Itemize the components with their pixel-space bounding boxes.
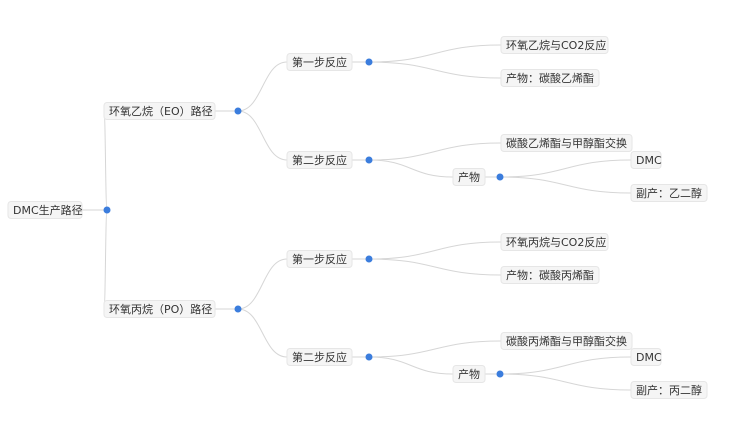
edge-r-0-1 <box>237 110 288 161</box>
mindmap-node-r-0-0[interactable]: 第一步反应 <box>286 53 353 71</box>
mindmap-node-r-1[interactable]: 环氧丙烷（PO）路径 <box>103 300 216 318</box>
expand-toggle-dot[interactable] <box>234 305 242 313</box>
node-label: 产物：碳酸乙烯酯 <box>506 71 594 85</box>
node-box <box>286 151 353 169</box>
edge-r-0-0-0 <box>368 44 502 63</box>
node-label: 副产：乙二醇 <box>636 186 702 200</box>
mindmap-node-r-1-0-0[interactable]: 环氧丙烷与CO2反应 <box>500 233 609 251</box>
node-box <box>500 266 600 284</box>
mindmap-node-r-1-0-1[interactable]: 产物：碳酸丙烯酯 <box>500 266 600 284</box>
node-box <box>103 102 216 120</box>
mindmap-node-r-1-1-0[interactable]: 碳酸丙烯酯与甲醇酯交换 <box>500 332 633 350</box>
edge-r-1-0 <box>237 258 288 310</box>
mindmap-node-r-0-0-0[interactable]: 环氧乙烷与CO2反应 <box>500 36 609 54</box>
node-box <box>500 332 633 350</box>
node-box <box>500 134 633 152</box>
node-label: DMC <box>636 351 662 364</box>
mindmap-node-r-0-1[interactable]: 第二步反应 <box>286 151 353 169</box>
node-box <box>630 348 662 366</box>
mindmap-node-r-1-1-1[interactable]: 产物 <box>452 365 486 383</box>
node-label: 第一步反应 <box>292 252 347 266</box>
node-label: 第一步反应 <box>292 55 347 69</box>
node-box <box>452 365 486 383</box>
node-label: 产物 <box>458 170 480 184</box>
mindmap-node-r-0-1-0[interactable]: 碳酸乙烯酯与甲醇酯交换 <box>500 134 633 152</box>
edge-r-1 <box>103 209 108 310</box>
node-box <box>630 151 662 169</box>
edge-r-1-1 <box>237 308 288 358</box>
node-box <box>500 69 600 87</box>
edge-r-0-1-1-0 <box>499 159 632 178</box>
edge-r-1-0-0 <box>368 241 502 260</box>
mindmap-node-r-1-1-1-0[interactable]: DMC <box>630 348 662 366</box>
node-box <box>103 300 216 318</box>
node-label: 产物：碳酸丙烯酯 <box>506 268 594 282</box>
expand-toggle-dot[interactable] <box>234 107 242 115</box>
node-label: 第二步反应 <box>292 350 347 364</box>
node-box <box>630 381 708 399</box>
expand-toggle-dot[interactable] <box>496 173 504 181</box>
node-box <box>500 36 609 54</box>
node-label: 环氧乙烷与CO2反应 <box>506 38 606 52</box>
expand-toggle-dot[interactable] <box>365 353 373 361</box>
node-box <box>286 250 353 268</box>
edge-r-1-0-1 <box>368 258 502 276</box>
node-box <box>7 201 83 219</box>
mindmap-node-r-0-1-1[interactable]: 产物 <box>452 168 486 186</box>
edge-r-0-1-1-1 <box>499 176 632 194</box>
edge-r-1-1-1 <box>368 356 454 375</box>
mindmap-node-r[interactable]: DMC生产路径 <box>7 201 83 219</box>
node-label: 第二步反应 <box>292 153 347 167</box>
node-label: 环氧乙烷（EO）路径 <box>109 104 213 118</box>
mindmap-node-r-1-1[interactable]: 第二步反应 <box>286 348 353 366</box>
edge-r-0-1-1 <box>368 159 454 178</box>
node-box <box>500 233 609 251</box>
node-label: DMC生产路径 <box>13 203 83 217</box>
edge-r-0-1-0 <box>368 142 502 161</box>
edge-r-1-1-1-0 <box>499 356 632 375</box>
node-label: 产物 <box>458 367 480 381</box>
mindmap-node-r-0[interactable]: 环氧乙烷（EO）路径 <box>103 102 216 120</box>
mindmap-node-r-0-0-1[interactable]: 产物：碳酸乙烯酯 <box>500 69 600 87</box>
mindmap-node-r-1-0[interactable]: 第一步反应 <box>286 250 353 268</box>
expand-toggle-dot[interactable] <box>365 255 373 263</box>
edge-r-1-1-1-1 <box>499 373 632 391</box>
edge-r-0 <box>103 110 108 211</box>
node-label: 环氧丙烷（PO）路径 <box>109 302 212 316</box>
mindmap-node-r-1-1-1-1[interactable]: 副产：丙二醇 <box>630 381 708 399</box>
node-label: 环氧丙烷与CO2反应 <box>506 235 606 249</box>
mindmap-node-r-0-1-1-0[interactable]: DMC <box>630 151 662 169</box>
edge-r-0-0-1 <box>368 61 502 79</box>
expand-toggle-dot[interactable] <box>365 156 373 164</box>
edge-r-0-0 <box>237 61 288 112</box>
expand-toggle-dot[interactable] <box>496 370 504 378</box>
mindmap-node-r-0-1-1-1[interactable]: 副产：乙二醇 <box>630 184 708 202</box>
node-box <box>630 184 708 202</box>
node-box <box>452 168 486 186</box>
expand-toggle-dot[interactable] <box>365 58 373 66</box>
node-box <box>286 53 353 71</box>
node-label: 碳酸乙烯酯与甲醇酯交换 <box>506 136 627 150</box>
node-label: 副产：丙二醇 <box>636 383 702 397</box>
node-label: DMC <box>636 154 662 167</box>
mindmap-nodes: DMC生产路径环氧乙烷（EO）路径第一步反应环氧乙烷与CO2反应产物：碳酸乙烯酯… <box>7 36 708 399</box>
node-label: 碳酸丙烯酯与甲醇酯交换 <box>506 334 627 348</box>
mindmap-edges <box>82 44 632 391</box>
node-box <box>286 348 353 366</box>
expand-toggle-dot[interactable] <box>103 206 111 214</box>
edge-r-1-1-0 <box>368 340 502 358</box>
